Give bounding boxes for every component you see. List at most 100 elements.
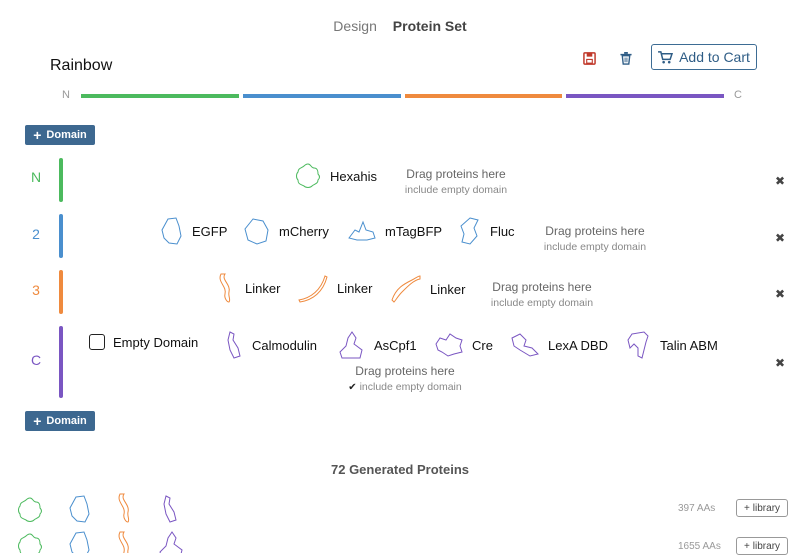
- row-line-3: [59, 270, 63, 314]
- remove-row-c-button[interactable]: ✖: [775, 356, 786, 370]
- generated-aa-count: 397 AAs: [678, 503, 716, 514]
- drop-hint: Drag proteins here: [355, 364, 455, 378]
- remove-row-3-button[interactable]: ✖: [775, 287, 786, 301]
- c-terminus-label: C: [734, 89, 742, 101]
- row-line-c: [59, 326, 63, 398]
- n-terminus-label: N: [62, 89, 70, 101]
- include-empty-domain-label: include empty domain: [359, 381, 462, 393]
- domain-button-label: Domain: [46, 129, 87, 141]
- protein-label: LexA DBD: [548, 337, 608, 353]
- remove-row-2-button[interactable]: ✖: [775, 231, 786, 245]
- remove-row-n-button[interactable]: ✖: [775, 174, 786, 188]
- protein-set-title: Rainbow: [50, 57, 113, 74]
- mcherry-shape-icon: [244, 218, 269, 245]
- drop-zone-c[interactable]: Drag proteins here ✔ include empty domai…: [340, 364, 470, 393]
- protein-label: Linker: [245, 280, 281, 296]
- protein-label: mCherry: [279, 223, 329, 239]
- protein-ascpf1[interactable]: AsCpf1: [338, 330, 417, 360]
- protein-label: Empty Domain: [113, 334, 199, 350]
- add-domain-button-top[interactable]: + Domain: [25, 125, 95, 145]
- protein-label: mTagBFP: [385, 223, 443, 239]
- protein-label: Hexahis: [330, 168, 377, 184]
- row-label-n: N: [30, 169, 42, 185]
- generated-shapes-icon: [18, 493, 177, 523]
- bar-segment-n: [81, 94, 239, 98]
- protein-label: Fluc: [490, 223, 515, 239]
- drop-hint: Drag proteins here: [545, 224, 645, 238]
- bar-segment-3: [405, 94, 562, 98]
- bar-segment-c: [566, 94, 724, 98]
- plus-icon: +: [743, 502, 750, 514]
- protein-linker-1[interactable]: Linker: [213, 272, 280, 304]
- save-button[interactable]: [578, 47, 600, 69]
- linker-shape-icon: [391, 275, 421, 303]
- include-empty-domain-toggle[interactable]: include empty domain: [404, 184, 508, 196]
- row-label-c: C: [30, 352, 42, 368]
- empty-domain-checkbox[interactable]: [89, 334, 105, 350]
- plus-icon: +: [33, 127, 42, 143]
- protein-egfp[interactable]: EGFP: [160, 216, 227, 246]
- protein-talin-abm[interactable]: Talin ABM: [626, 330, 718, 360]
- include-empty-domain-toggle[interactable]: include empty domain: [490, 297, 594, 309]
- protein-cre[interactable]: Cre: [434, 332, 493, 358]
- drop-hint: Drag proteins here: [406, 167, 506, 181]
- row-label-2: 2: [32, 226, 40, 242]
- cart-icon: [658, 50, 674, 63]
- plus-icon: +: [33, 413, 42, 429]
- generated-row: [16, 492, 196, 526]
- mtagbfp-shape-icon: [348, 220, 376, 241]
- protein-linker-3[interactable]: Linker: [390, 274, 465, 304]
- drop-zone-3[interactable]: Drag proteins here include empty domain: [482, 280, 602, 309]
- talin-abm-shape-icon: [627, 331, 649, 359]
- add-to-library-button[interactable]: + library: [736, 537, 788, 555]
- save-icon: [582, 51, 596, 65]
- fluc-shape-icon: [460, 217, 479, 245]
- generated-row: [16, 530, 196, 553]
- include-empty-domain-toggle[interactable]: include empty domain: [543, 241, 647, 253]
- tab-protein-set[interactable]: Protein Set: [392, 18, 467, 34]
- hexahis-shape-icon: [296, 163, 320, 188]
- include-empty-domain-toggle[interactable]: ✔ include empty domain: [340, 381, 470, 393]
- row-line-n: [59, 158, 63, 202]
- protein-hexahis[interactable]: Hexahis: [294, 162, 377, 190]
- delete-button[interactable]: [615, 47, 637, 69]
- drop-zone-2[interactable]: Drag proteins here include empty domain: [535, 224, 655, 253]
- protein-label: EGFP: [192, 223, 228, 239]
- calmodulin-shape-icon: [227, 331, 241, 359]
- protein-mtagbfp[interactable]: mTagBFP: [347, 218, 442, 244]
- protein-lexa-dbd[interactable]: LexA DBD: [510, 332, 608, 358]
- row-line-2: [59, 214, 63, 258]
- generated-proteins-title: 72 Generated Proteins: [331, 462, 469, 477]
- empty-domain-option[interactable]: Empty Domain: [89, 334, 198, 350]
- protein-label: Linker: [337, 280, 373, 296]
- protein-label: Calmodulin: [252, 337, 318, 353]
- add-to-cart-button[interactable]: Add to Cart: [651, 44, 757, 70]
- protein-linker-2[interactable]: Linker: [297, 272, 372, 304]
- tab-design[interactable]: Design: [333, 18, 377, 34]
- drop-zone-n[interactable]: Drag proteins here include empty domain: [396, 167, 516, 196]
- egfp-shape-icon: [161, 217, 182, 245]
- linker-shape-icon: [298, 275, 328, 303]
- check-icon: ✔: [348, 382, 357, 393]
- generated-shapes-icon: [18, 531, 183, 553]
- domain-button-label: Domain: [46, 415, 87, 427]
- row-label-3: 3: [32, 282, 40, 298]
- plus-icon: +: [743, 540, 750, 552]
- protein-mcherry[interactable]: mCherry: [243, 216, 329, 246]
- top-tabs: Design Protein Set: [0, 18, 800, 34]
- protein-label: AsCpf1: [374, 337, 417, 353]
- add-to-cart-label: Add to Cart: [679, 49, 750, 65]
- linker-shape-icon: [219, 273, 231, 303]
- add-domain-button-bottom[interactable]: + Domain: [25, 411, 95, 431]
- lexa-dbd-shape-icon: [511, 333, 539, 357]
- protein-label: Talin ABM: [660, 337, 718, 353]
- add-to-library-button[interactable]: + library: [736, 499, 788, 517]
- protein-calmodulin[interactable]: Calmodulin: [224, 330, 317, 360]
- library-button-label: library: [752, 502, 781, 514]
- ascpf1-shape-icon: [339, 331, 363, 359]
- drop-hint: Drag proteins here: [492, 280, 592, 294]
- bar-segment-2: [243, 94, 401, 98]
- cre-shape-icon: [435, 333, 463, 357]
- protein-fluc[interactable]: Fluc: [458, 216, 515, 246]
- library-button-label: library: [752, 540, 781, 552]
